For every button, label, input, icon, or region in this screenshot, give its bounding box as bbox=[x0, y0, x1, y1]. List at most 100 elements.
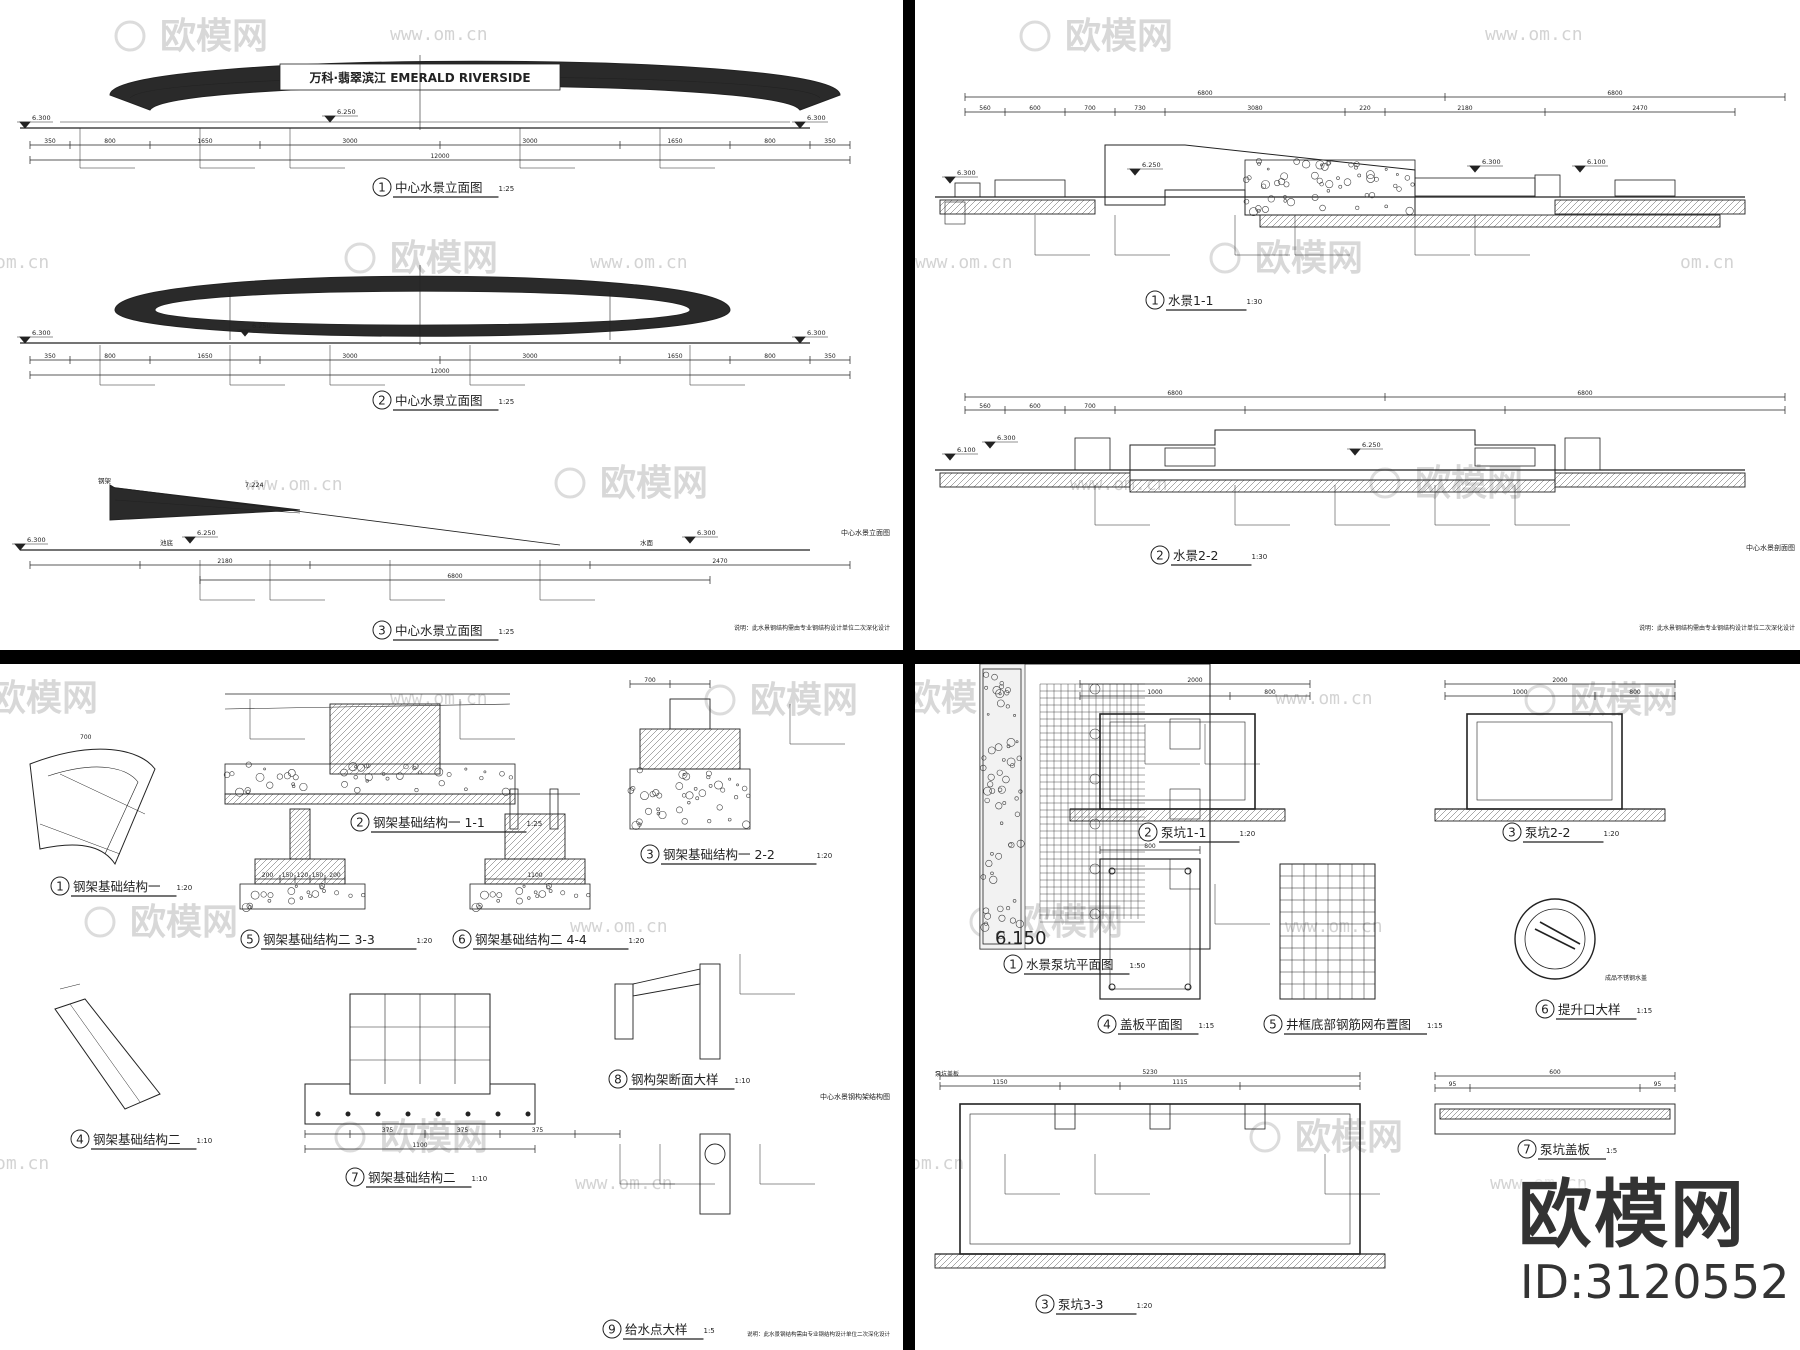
hatch-line bbox=[255, 859, 274, 878]
hatch-line bbox=[1482, 809, 1496, 821]
hatch-line bbox=[1130, 480, 1143, 492]
hatch-line bbox=[238, 794, 250, 804]
footing-7 bbox=[304, 1083, 536, 1125]
hatch-line bbox=[400, 794, 412, 804]
hatch-line bbox=[1560, 809, 1574, 821]
hatch-line bbox=[1457, 215, 1471, 227]
view-title-3-1-bubble bbox=[50, 876, 70, 896]
hatch-line bbox=[1219, 480, 1233, 492]
hatch-line bbox=[737, 766, 740, 769]
gravel-stone bbox=[645, 807, 653, 815]
sheet-divider-horizontal bbox=[0, 650, 1800, 664]
gravel-5-outline bbox=[239, 883, 366, 910]
overflow-1 bbox=[1534, 174, 1561, 198]
hatch-line bbox=[1474, 1109, 1486, 1119]
hatch-line bbox=[1159, 480, 1173, 492]
dim-1-a: 700 bbox=[80, 734, 92, 741]
hatch-line bbox=[1237, 480, 1251, 492]
gravel-stone bbox=[1384, 167, 1388, 171]
hatch-line bbox=[1385, 215, 1399, 227]
hatch-line bbox=[505, 814, 542, 851]
gravel-stone bbox=[720, 787, 726, 793]
hatch-line bbox=[1708, 473, 1724, 487]
dim-s1-row-label: 600 bbox=[1029, 105, 1041, 112]
dim-3-label: 800 bbox=[1629, 689, 1641, 696]
hatch-line bbox=[1010, 1254, 1026, 1268]
hatch-line bbox=[1267, 480, 1281, 492]
hatch-line bbox=[290, 818, 310, 840]
hatch-line bbox=[1435, 809, 1448, 821]
hatch-line bbox=[1541, 215, 1555, 227]
gravel-stone bbox=[1319, 182, 1324, 187]
view-title-4-4-scale: 1:15 bbox=[1199, 1022, 1215, 1030]
hatch-line bbox=[1630, 473, 1646, 487]
gravel-stone bbox=[1357, 173, 1362, 178]
hatch-line bbox=[1524, 809, 1538, 821]
gravel-1 bbox=[1243, 158, 1415, 217]
sheet-3-note: 说明：此水景钢结构需由专业钢结构设计单位二次深化设计 bbox=[747, 1330, 891, 1338]
dim-3-label: 2180 bbox=[217, 558, 232, 565]
hatch-line bbox=[513, 814, 560, 859]
gravel-stone bbox=[1320, 163, 1329, 171]
hatch-line bbox=[1648, 473, 1664, 487]
hatch-line bbox=[1459, 1109, 1471, 1119]
footing-6 bbox=[485, 859, 585, 884]
level-2a-value: 6.300 bbox=[32, 329, 51, 337]
view-title-2-title: 中心水景立面图 bbox=[395, 393, 483, 408]
hatch-line bbox=[731, 760, 740, 769]
hatch-line bbox=[985, 473, 1001, 487]
hatch-line bbox=[1630, 200, 1646, 214]
hatch-line bbox=[1714, 473, 1730, 487]
drain-1 bbox=[944, 201, 966, 225]
sheet-2-label: 中心水景剖面图 bbox=[1746, 543, 1795, 552]
level-2c-value: 6.300 bbox=[807, 329, 826, 337]
gravel-stone bbox=[1368, 192, 1376, 199]
hatch-line bbox=[549, 843, 565, 859]
gravel-stone bbox=[631, 820, 641, 830]
hatch-line bbox=[1099, 473, 1115, 487]
wm1-logo: 欧模网 bbox=[554, 463, 708, 504]
view-title-3-3-title: 钢架基础结构一 2-2 bbox=[663, 847, 775, 862]
view-title-4-5-number: 5 bbox=[1269, 1018, 1277, 1032]
dim-s2-row-label: 560 bbox=[979, 403, 991, 410]
view-title-3-title: 中心水景立面图 bbox=[395, 623, 483, 638]
hatch-line bbox=[1283, 215, 1297, 227]
hatch-line bbox=[255, 859, 262, 866]
gravel-stone bbox=[1243, 176, 1250, 183]
gravel-stone bbox=[364, 773, 373, 782]
hatch-line bbox=[1464, 1109, 1476, 1119]
level-3b-value: 6.250 bbox=[197, 529, 216, 537]
label-port: 成品不锈钢水盖 bbox=[1605, 974, 1647, 982]
gravel-stone bbox=[434, 767, 444, 777]
hatch-line bbox=[1316, 1254, 1332, 1268]
gravel-stone bbox=[987, 781, 994, 788]
pit-jet bbox=[1089, 818, 1101, 830]
hatch-line bbox=[640, 729, 665, 754]
dim-5-label: 150 bbox=[282, 872, 294, 879]
wm4-logo: 欧模网 bbox=[1524, 680, 1678, 721]
hatch-line bbox=[1469, 1109, 1481, 1119]
gravel-stone bbox=[535, 894, 540, 899]
hatch-line bbox=[1549, 1109, 1561, 1119]
hatch-line bbox=[1564, 1109, 1576, 1119]
gravel-stone bbox=[508, 775, 513, 780]
gravel-stone bbox=[501, 787, 510, 796]
gravel-stone bbox=[266, 781, 274, 789]
hatch-line bbox=[1255, 480, 1269, 492]
view-title-4-4-title: 盖板平面图 bbox=[1120, 1017, 1183, 1032]
hatch-line bbox=[991, 200, 1007, 214]
dim-s2-row-label: 600 bbox=[1029, 403, 1041, 410]
dim-s2-top-label: 6800 bbox=[1167, 390, 1182, 397]
gravel-stone bbox=[250, 890, 260, 900]
dim-5-label: 150 bbox=[312, 872, 324, 879]
hatch-line bbox=[1260, 215, 1273, 227]
hatch-line bbox=[255, 859, 256, 860]
rebar-dot-7 bbox=[375, 1111, 381, 1117]
blade-3 bbox=[109, 484, 301, 521]
hatch-line bbox=[1537, 480, 1551, 492]
gravel-stone bbox=[340, 768, 348, 777]
hatch-line bbox=[1564, 473, 1580, 487]
